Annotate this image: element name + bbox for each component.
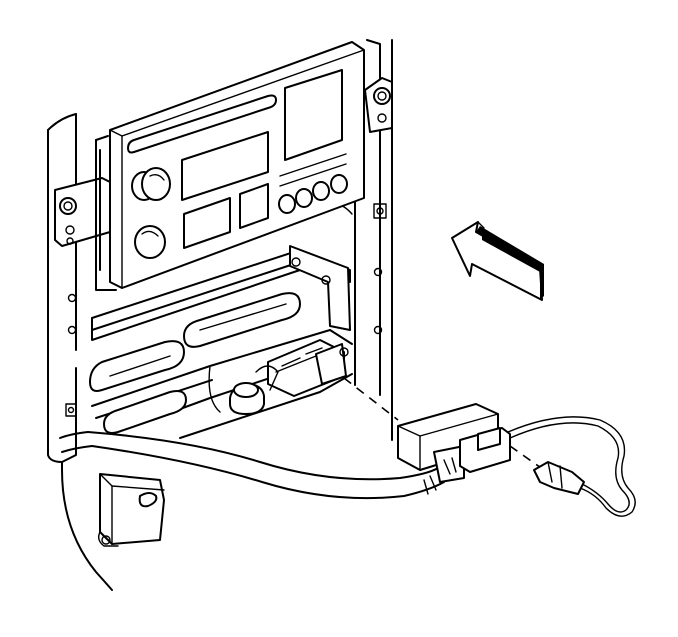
preset-button: [278, 194, 296, 214]
panel-slot: [373, 203, 387, 219]
right-mounting-bracket: [364, 77, 393, 133]
display-window-lower: [183, 197, 231, 249]
radio-faceplate: [109, 41, 365, 289]
bracket-slot: [138, 492, 158, 508]
tray-oval-cutout: [103, 390, 187, 434]
radio-rear-connector: [267, 339, 349, 397]
pigtail-connector: [533, 461, 585, 495]
direction-arrow-icon: [451, 221, 544, 301]
panel-slot: [65, 403, 77, 417]
preset-button: [295, 188, 313, 208]
bracket-bolt: [373, 87, 391, 105]
display-window-lower: [239, 183, 269, 229]
alignment-guide: [343, 377, 399, 421]
harness-connector: [397, 403, 511, 483]
lower-bracket: [97, 473, 165, 547]
panel-hole: [373, 267, 383, 277]
tray-screw: [321, 275, 331, 285]
preset-button: [330, 174, 348, 194]
panel-hole: [67, 293, 77, 303]
pigtail-wire: [507, 416, 636, 517]
tray-oval-cutout: [183, 292, 301, 348]
left-mounting-bracket: [54, 177, 111, 247]
tray-screw: [291, 257, 301, 267]
display-window-upper: [284, 69, 343, 161]
alignment-guide: [509, 445, 545, 471]
display-window-center: [181, 131, 269, 201]
ground-bolt: [229, 365, 279, 415]
cassette-slot: [127, 94, 277, 154]
mounting-tray: [89, 245, 353, 439]
tray-side-flange: [289, 245, 351, 331]
tray-oval-cutout: [89, 340, 185, 392]
wiring-harness: [59, 431, 445, 500]
panel-hole: [373, 325, 383, 335]
preset-button: [312, 181, 330, 201]
bracket-bolt: [59, 197, 77, 215]
right-side-panel: [366, 39, 393, 441]
panel-hole: [67, 325, 77, 335]
